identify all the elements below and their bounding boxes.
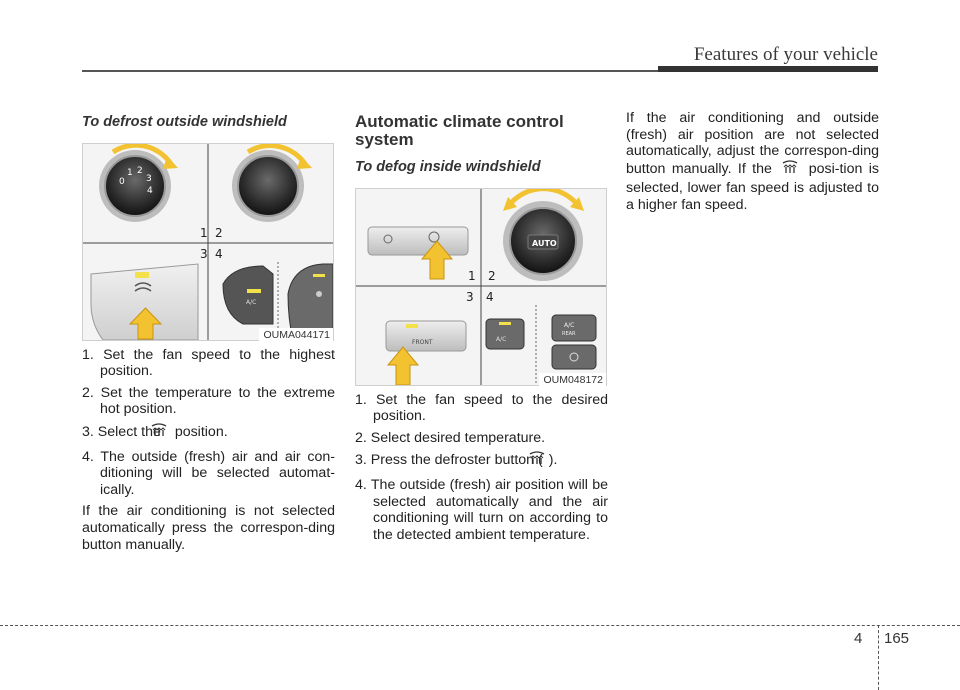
svg-text:2: 2 — [137, 166, 143, 176]
step-4: 4. The outside (fresh) air position will… — [355, 476, 608, 543]
defrost-outside-illustration: 0 1 2 3 4 1 2 3 4 A/C — [83, 142, 334, 341]
defrost-icon — [780, 160, 800, 181]
auto-label: AUTO — [532, 239, 557, 248]
figure-code: OUMA044171 — [259, 327, 333, 341]
svg-text:A/C: A/C — [564, 322, 574, 329]
step-2: 2. Set the temperature to the extreme ho… — [82, 384, 335, 418]
footer-divider — [878, 625, 879, 690]
figure-code: OUM048172 — [539, 372, 606, 386]
column-1: To defrost outside windshield 0 1 2 3 4 — [82, 110, 335, 557]
subheading-defog-inside: To defog inside windshield — [355, 159, 541, 175]
column-2: Automatic climate control system To defo… — [355, 110, 608, 548]
defrost-icon — [529, 451, 547, 472]
fig2-label-3: 3 — [466, 290, 474, 304]
step-1: 1. Set the fan speed to the highest posi… — [82, 346, 335, 380]
page-number: 165 — [884, 630, 910, 647]
svg-text:4: 4 — [147, 186, 153, 196]
fig1-label-1: 1 — [200, 226, 208, 240]
figure-defog-inside: AUTO 1 2 3 4 FRONT A/C A/C REAR OUM04817… — [355, 185, 607, 386]
svg-text:0: 0 — [119, 177, 125, 187]
fig2-label-1: 1 — [468, 269, 476, 283]
defog-inside-illustration: AUTO 1 2 3 4 FRONT A/C A/C REAR — [356, 185, 606, 386]
fig2-label-2: 2 — [488, 269, 496, 283]
svg-text:A/C: A/C — [246, 299, 256, 306]
svg-text:REAR: REAR — [562, 331, 576, 337]
step-4: 4. The outside (fresh) air and air con-d… — [82, 448, 335, 498]
front-label: FRONT — [412, 339, 433, 346]
header-rule-accent — [658, 66, 878, 72]
fig1-label-2: 2 — [215, 226, 223, 240]
chapter-number: 4 — [854, 630, 863, 647]
fig1-label-3: 3 — [200, 247, 208, 261]
svg-text:1: 1 — [127, 168, 133, 178]
header-rule — [82, 70, 660, 72]
footer-rule — [0, 625, 960, 626]
section-heading: Automatic climate control system — [355, 112, 564, 149]
adjust-paragraph: If the air conditioning and outside (fre… — [626, 110, 879, 213]
page-header-title: Features of your vehicle — [693, 44, 878, 65]
step-1: 1. Set the fan speed to the desired posi… — [355, 391, 608, 425]
column-3: If the air conditioning and outside (fre… — [626, 110, 879, 218]
step-2: 2. Select desired temperature. — [355, 429, 546, 446]
note-paragraph: If the air conditioning is not selected … — [82, 503, 335, 553]
ac-label: A/C — [496, 336, 506, 343]
fig1-label-4: 4 — [215, 247, 223, 261]
defrost-icon — [151, 423, 169, 444]
svg-text:3: 3 — [146, 174, 152, 184]
step-3: 3. Press the defroster button (). — [355, 451, 608, 472]
step-3: 3. Select the position. — [82, 423, 335, 444]
figure-defrost-outside: 0 1 2 3 4 1 2 3 4 A/C — [82, 142, 334, 341]
fig2-label-4: 4 — [486, 290, 494, 304]
subheading-defrost-outside: To defrost outside windshield — [82, 114, 287, 130]
